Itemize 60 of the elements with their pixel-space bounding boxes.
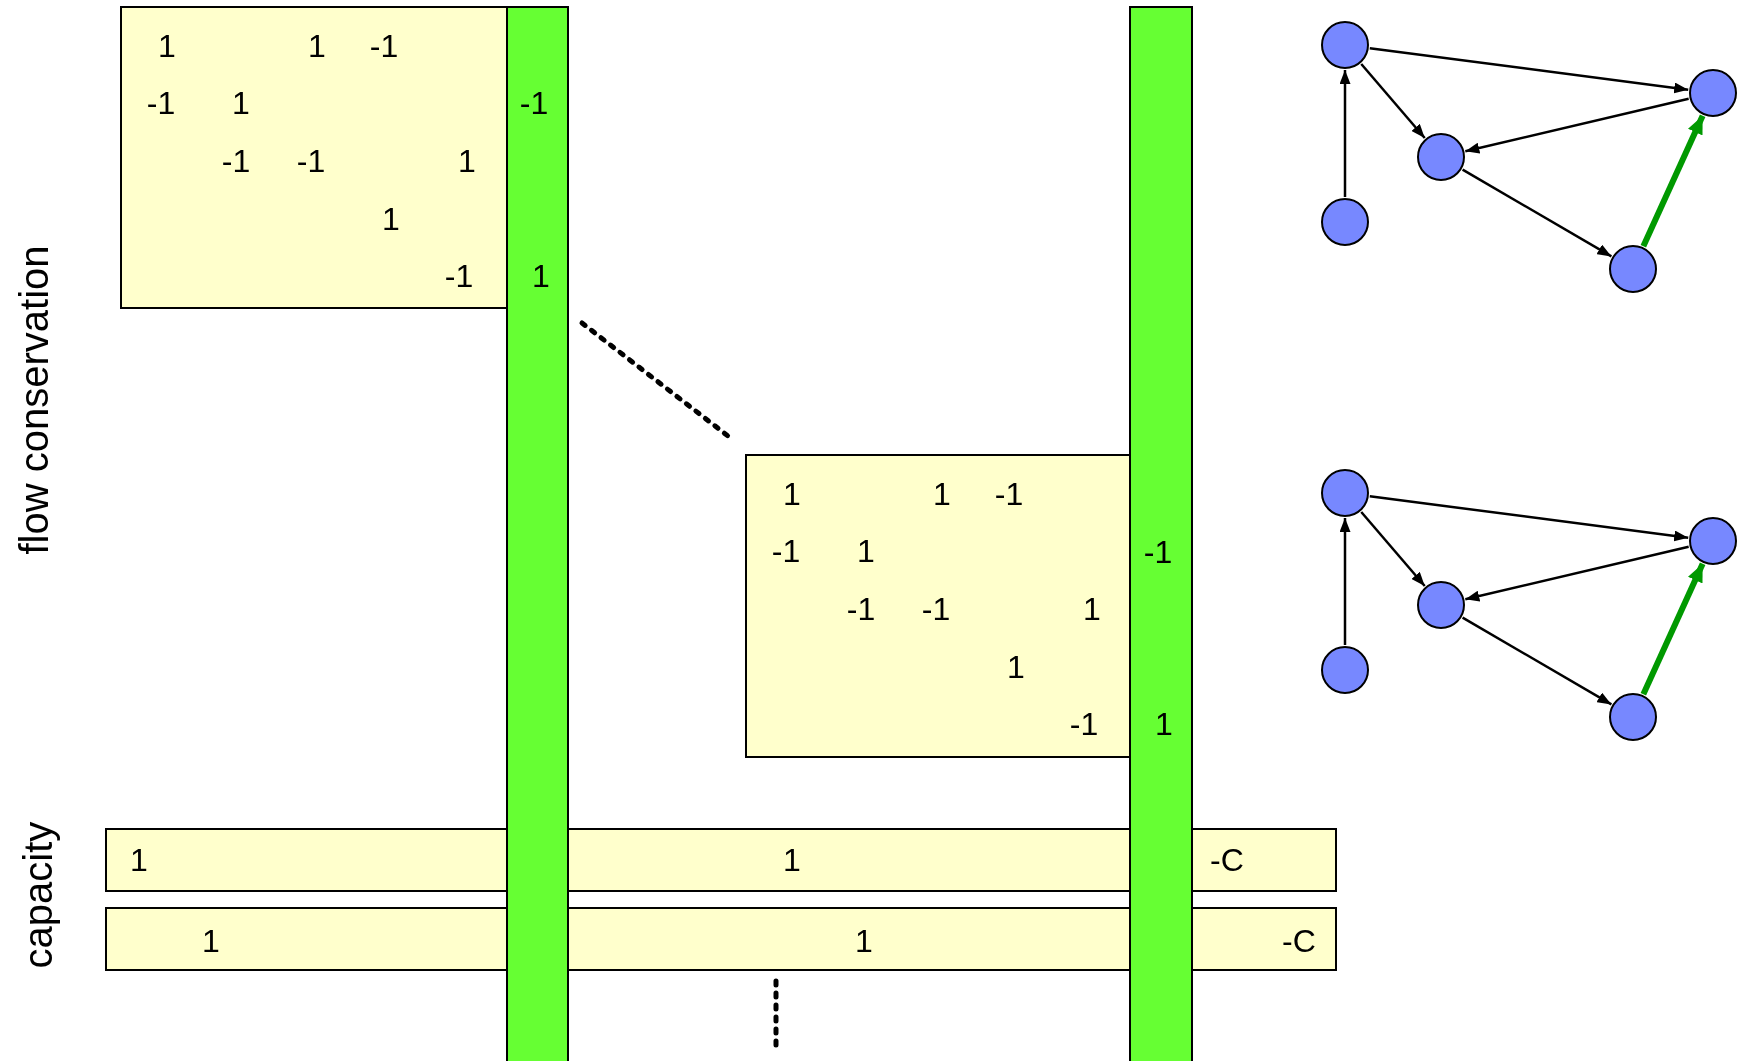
arrow	[1465, 97, 1689, 154]
graph-node-circle	[1321, 646, 1369, 694]
graph-node-circle	[1321, 198, 1369, 246]
matrix-block	[120, 6, 508, 309]
matrix-entry: 1	[232, 87, 250, 119]
arrow	[1339, 70, 1351, 197]
graph-node-circle	[1609, 245, 1657, 293]
matrix-entry: -1	[846, 593, 876, 625]
graph-node-circle	[1417, 133, 1465, 181]
matrix-entry: -1	[771, 535, 801, 567]
matrix-entry: 1	[933, 478, 951, 510]
graph-node-circle	[1321, 469, 1369, 517]
matrix-entry: -C	[1210, 844, 1244, 876]
matrix-entry: 1	[532, 260, 550, 292]
graph-node-circle	[1609, 693, 1657, 741]
axis-heading: flow conservation	[11, 245, 57, 555]
matrix-entry: 1	[855, 925, 873, 957]
capacity-row	[105, 907, 1337, 971]
matrix-entry: -1	[519, 87, 549, 119]
matrix-entry: -1	[994, 478, 1024, 510]
matrix-entry: 1	[783, 478, 801, 510]
matrix-entry: -1	[296, 145, 326, 177]
matrix-entry: -1	[1143, 536, 1173, 568]
matrix-entry: 1	[1007, 651, 1025, 683]
matrix-entry: 1	[857, 535, 875, 567]
matrix-entry: 1	[458, 145, 476, 177]
matrix-entry: 1	[308, 30, 326, 62]
graph-node-circle	[1321, 21, 1369, 69]
graph-node-circle	[1417, 581, 1465, 629]
arrow	[1369, 47, 1689, 94]
arrow	[1640, 114, 1706, 248]
arrow	[1360, 63, 1426, 139]
arrow	[1339, 518, 1351, 645]
matrix-entry: 1	[1083, 593, 1101, 625]
matrix-entry: 1	[382, 203, 400, 235]
matrix-entry: -1	[221, 145, 251, 177]
arrow	[1465, 545, 1689, 602]
axis-heading: capacity	[15, 821, 61, 969]
matrix-entry: 1	[1155, 708, 1173, 740]
capacity-row	[105, 828, 1337, 892]
matrix-entry: -1	[1069, 708, 1099, 740]
arrow	[1369, 495, 1689, 542]
arrow	[1461, 616, 1613, 706]
matrix-entry: 1	[202, 925, 220, 957]
graph-node-circle	[1689, 517, 1737, 565]
matrix-block	[745, 454, 1131, 758]
matrix-entry: 1	[158, 30, 176, 62]
arrow	[1640, 562, 1706, 696]
matrix-entry: -C	[1282, 925, 1316, 957]
column-bar	[1129, 6, 1193, 1061]
matrix-entry: -1	[921, 593, 951, 625]
matrix-entry: -1	[146, 87, 176, 119]
arrow	[1461, 168, 1613, 258]
arrow	[1360, 511, 1426, 587]
matrix-entry: -1	[369, 30, 399, 62]
matrix-entry: 1	[130, 844, 148, 876]
matrix-entry: 1	[783, 844, 801, 876]
column-bar	[506, 6, 569, 1061]
graph-node-circle	[1689, 69, 1737, 117]
matrix-entry: -1	[444, 260, 474, 292]
